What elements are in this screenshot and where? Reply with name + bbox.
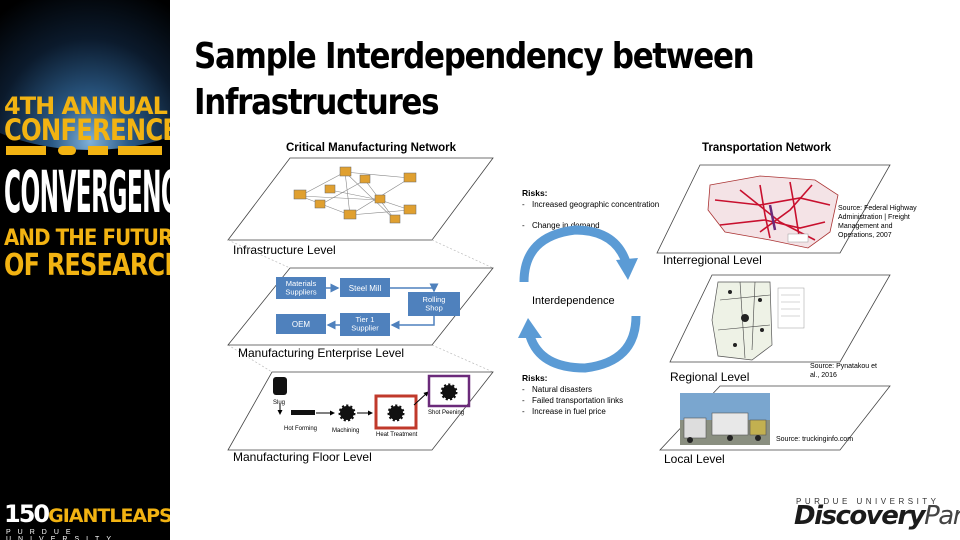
- on-divider: [6, 146, 162, 156]
- heat-treatment-label: Heat Treatment: [376, 432, 418, 438]
- interregional-level-label: Interregional Level: [663, 253, 762, 267]
- machining-label: Machining: [332, 428, 359, 434]
- slide-title-line1: Sample Interdependency between: [194, 36, 755, 77]
- regional-source: Source: Pynatakou et al., 2016: [810, 363, 877, 379]
- oem-box: OEM: [276, 314, 326, 334]
- risks-top-header: Risks:: [522, 188, 548, 198]
- svg-text:-: -: [522, 385, 525, 394]
- purdue-label: PURDUE UNIVERSITY: [796, 497, 940, 506]
- gear-icon: [440, 383, 458, 401]
- risks-bottom-header: Risks:: [522, 373, 548, 383]
- steel-mill-box: Steel Mill: [340, 278, 390, 297]
- slug-icon: [273, 377, 287, 395]
- risk-bottom-item: Natural disasters: [532, 385, 592, 394]
- shot-peening-label: Shot Peening: [428, 410, 464, 416]
- truck-photo: [680, 393, 770, 445]
- infrastructure-level-label: Infrastructure Level: [233, 243, 336, 257]
- risk-top-item: Change in demand: [532, 221, 600, 230]
- svg-text:OEM: OEM: [292, 320, 311, 329]
- indiana-map: [711, 281, 805, 361]
- conference-sidebar: 4TH ANNUAL CONFERENCE CONVERGENCE AND TH…: [0, 0, 170, 540]
- giant-leaps-logo: 150GIANTLEAPS: [4, 500, 170, 528]
- us-freight-map: [707, 175, 839, 249]
- peening-chamber-icon: [427, 374, 471, 408]
- conference-word: CONFERENCE: [4, 113, 170, 147]
- gear-icon: [338, 404, 356, 422]
- svg-text:-: -: [522, 396, 525, 405]
- convergence-word: CONVERGENCE: [4, 160, 170, 227]
- hot-forming-label: Hot Forming: [284, 426, 317, 432]
- planet-glow: [0, 0, 170, 150]
- risk-bottom-item: Increase in fuel price: [532, 407, 606, 416]
- svg-text:-: -: [522, 200, 525, 209]
- regional-level-label: Regional Level: [670, 370, 749, 384]
- enterprise-level-label: Manufacturing Enterprise Level: [238, 346, 404, 360]
- slug-label: Slug: [273, 400, 285, 406]
- interdependence-label: Interdependence: [532, 295, 615, 307]
- local-source: Source: truckinginfo.com: [776, 436, 853, 443]
- cycle-arrow-bottom: [525, 315, 641, 373]
- zoom-connectors: [227, 239, 494, 373]
- svg-text:-: -: [522, 221, 525, 230]
- risk-bottom-item: Failed transportation links: [532, 396, 623, 405]
- conference-edition: 4TH ANNUAL: [4, 92, 168, 120]
- tn-title: Transportation Network: [702, 142, 832, 154]
- future-line: AND THE FUTURE: [4, 226, 170, 251]
- cmn-title: Critical Manufacturing Network: [286, 142, 457, 154]
- purdue-wordmark: PURDUE UNIVERSITY: [6, 529, 119, 540]
- slide-title-line2: Infrastructures: [194, 82, 440, 123]
- research-line: OF RESEARCH: [4, 248, 170, 283]
- risk-top-item: Increased geographic concentration: [532, 200, 659, 209]
- floor-level-label: Manufacturing Floor Level: [233, 450, 372, 464]
- enterprise-arrows: [326, 283, 439, 330]
- gear-icon: [387, 404, 405, 422]
- interregional-source: Source: Federal Highway Administration |…: [838, 205, 917, 239]
- furnace-icon: [374, 394, 418, 430]
- svg-text:Steel Mill: Steel Mill: [349, 284, 382, 293]
- local-level-label: Local Level: [664, 452, 725, 466]
- billet-icon: [291, 410, 315, 415]
- cycle-arrow-top: [519, 225, 631, 283]
- network-nodes: [293, 166, 417, 224]
- discovery-park-wordmark: DiscoveryPark: [794, 501, 960, 531]
- svg-text:-: -: [522, 407, 525, 416]
